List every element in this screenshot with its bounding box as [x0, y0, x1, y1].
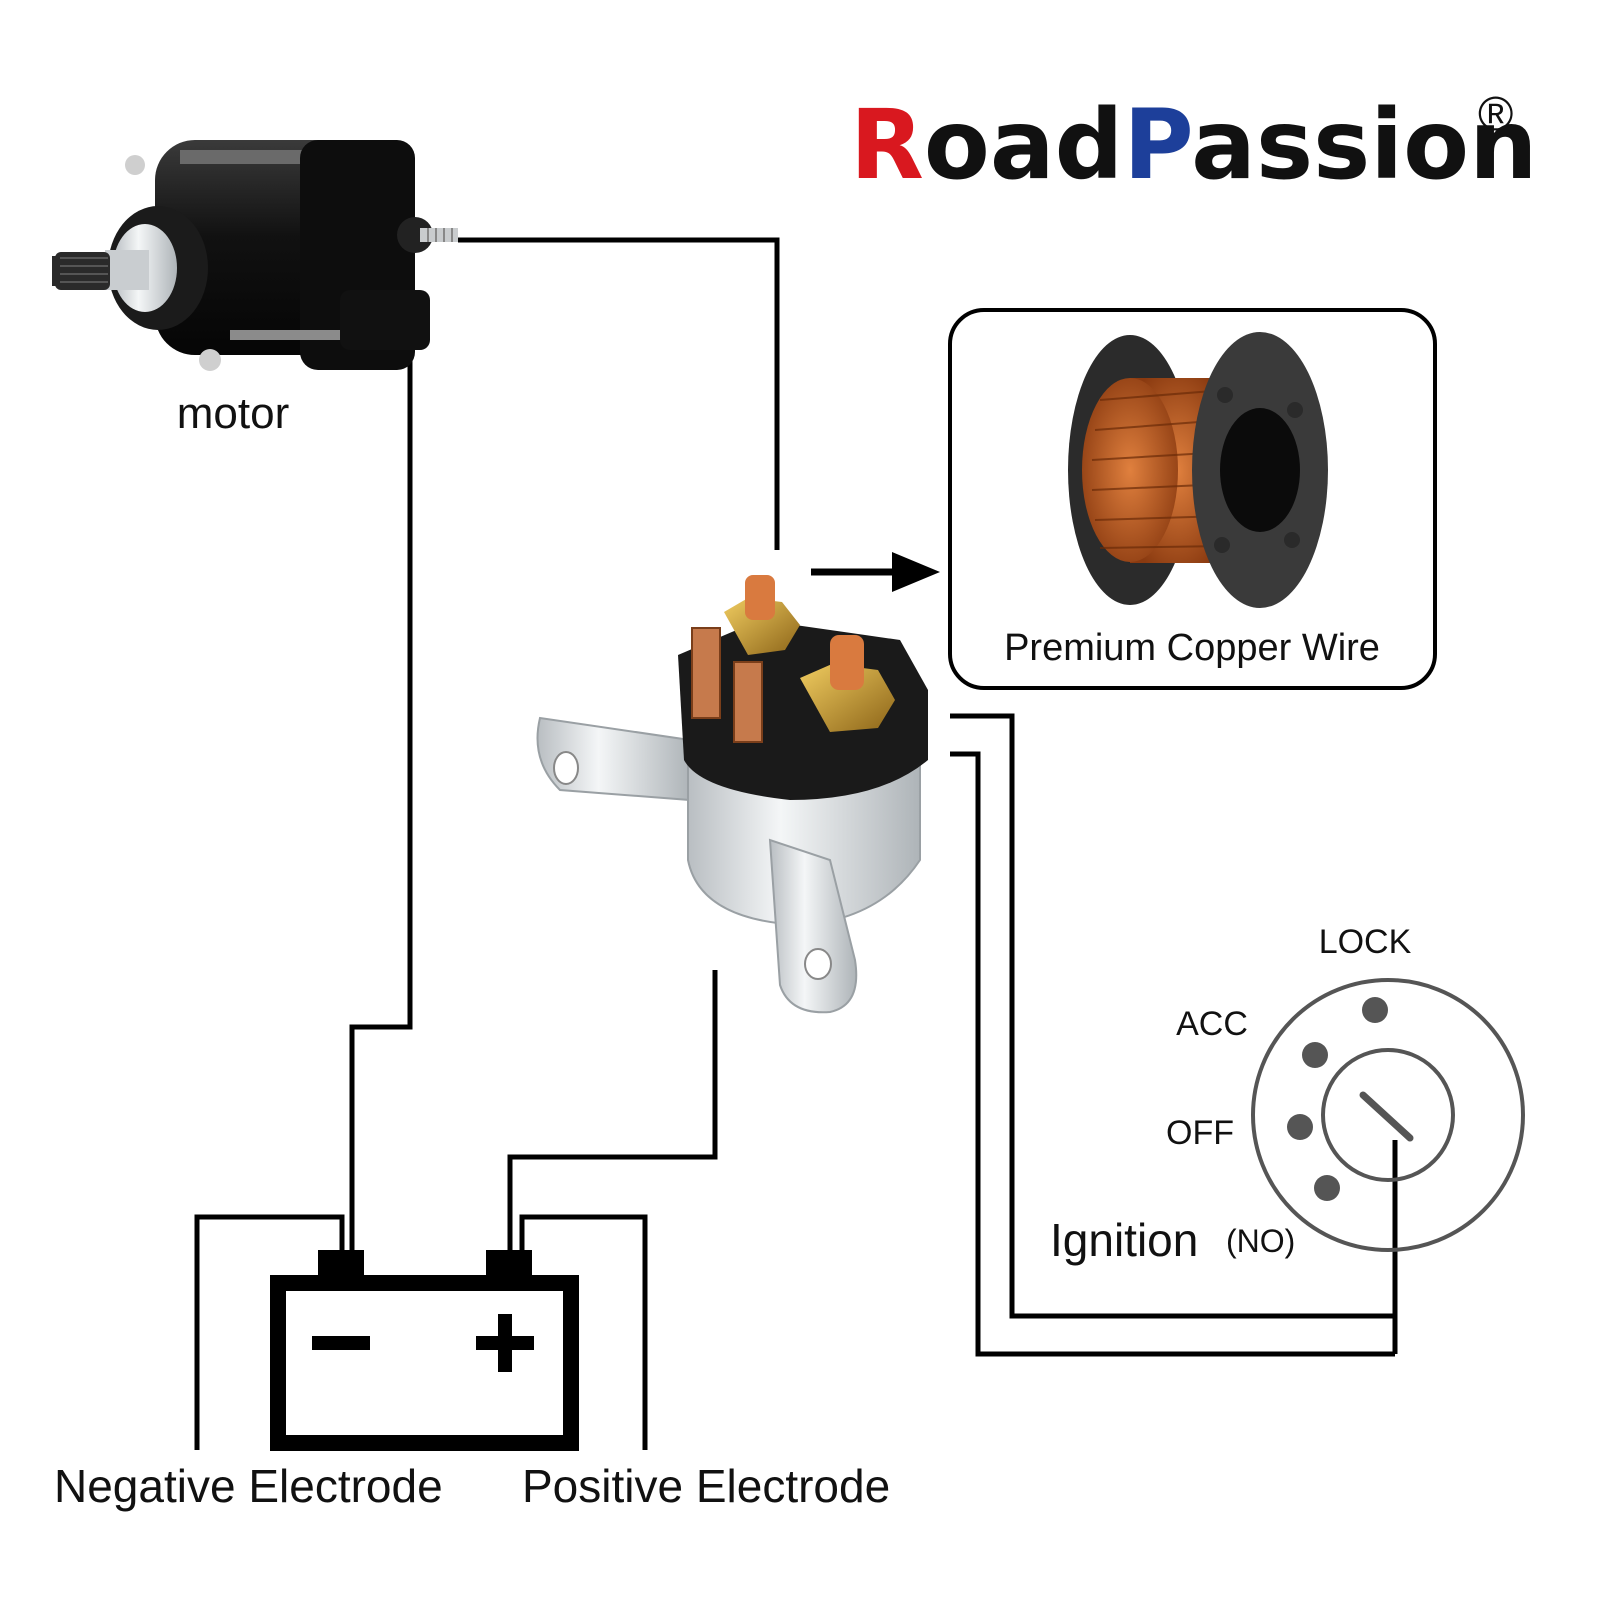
ignition-mode-label: (NO) — [1226, 1223, 1295, 1259]
wire-motor-to-solenoid — [458, 237, 780, 550]
lock-label: LOCK — [1319, 923, 1412, 961]
ignition-key-slot — [1359, 1091, 1414, 1142]
lock-position-dot — [1362, 997, 1388, 1023]
solenoid-relay-image — [536, 575, 928, 1014]
motor-label: motor — [177, 389, 289, 438]
brand-logo: RoadPassion ® — [850, 88, 1537, 201]
acc-label: ACC — [1176, 1005, 1248, 1043]
wire-motor-to-negative — [349, 350, 413, 1250]
brand-text-oad: oad — [924, 89, 1123, 201]
positive-electrode-label: Positive Electrode — [522, 1460, 890, 1512]
arrow-to-copper-wire — [811, 552, 940, 592]
wire-solenoid-to-ignition-a — [950, 713, 1395, 1319]
battery — [270, 1250, 579, 1451]
off-position-dot — [1287, 1114, 1313, 1140]
ignition-label: Ignition — [1050, 1214, 1198, 1266]
acc-position-dot — [1302, 1042, 1328, 1068]
negative-electrode-label: Negative Electrode — [54, 1460, 443, 1512]
plus-icon — [476, 1314, 534, 1372]
wires — [194, 237, 1398, 1450]
brand-initial-p: P — [1123, 89, 1191, 201]
minus-icon — [312, 1336, 370, 1350]
copper-wire-spool-image — [1068, 332, 1328, 608]
wire-positive-lead — [519, 1214, 648, 1450]
ignition-key-cylinder — [1321, 1048, 1455, 1182]
registered-mark: ® — [1478, 88, 1513, 141]
ignition-outer-ring — [1251, 978, 1525, 1252]
ignition-switch — [1251, 978, 1525, 1252]
wire-solenoid-to-positive — [507, 970, 718, 1250]
on-position-dot — [1314, 1175, 1340, 1201]
copper-wire-label: Premium Copper Wire — [1004, 627, 1380, 669]
battery-body — [270, 1275, 579, 1451]
brand-initial-r: R — [850, 89, 924, 201]
wire-solenoid-to-ignition-b — [950, 751, 1395, 1357]
starter-motor-image — [52, 140, 458, 371]
brand-text-assion: assion — [1191, 89, 1537, 201]
wire-negative-lead — [194, 1214, 345, 1450]
svg-text:RoadPassion: RoadPassion — [850, 89, 1537, 201]
off-label: OFF — [1166, 1114, 1234, 1152]
